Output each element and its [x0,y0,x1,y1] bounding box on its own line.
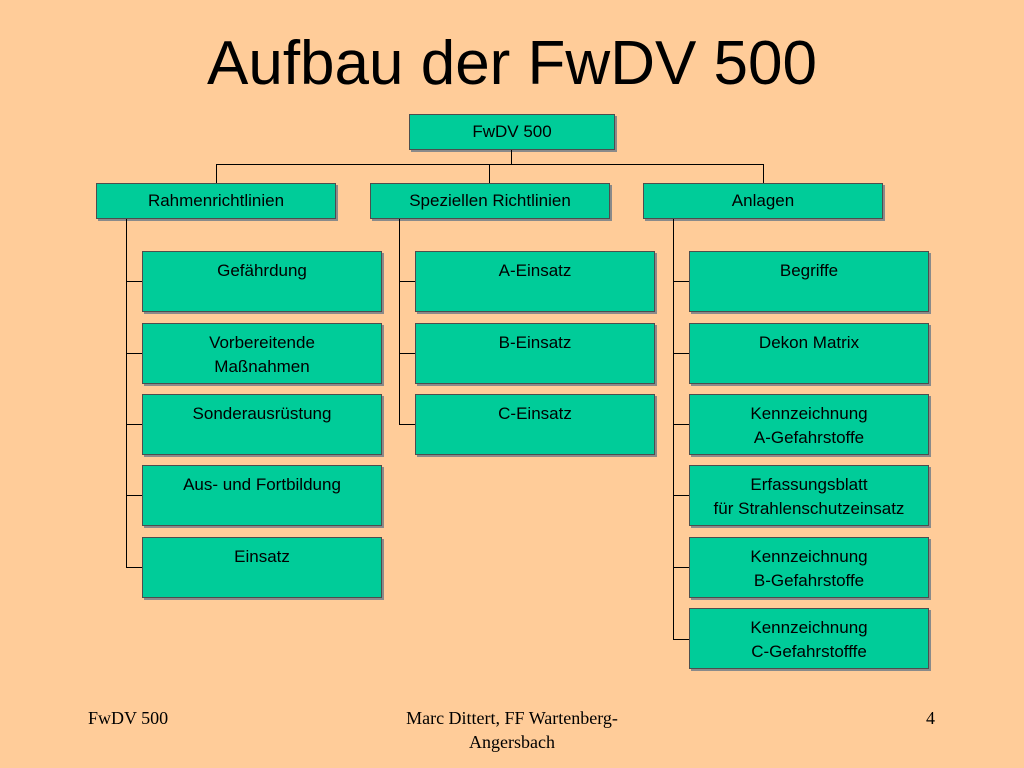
branch-tick [399,281,415,282]
item-sonderausruestung: Sonderausrüstung [142,394,382,455]
branch-tick [673,353,689,354]
spine-speziellen-richtlinien [399,219,400,425]
drop-2 [489,164,490,183]
branch-tick [673,424,689,425]
footer-left: FwDV 500 [88,708,169,728]
item-begriffe: Begriffe [689,251,929,312]
item-dekon-matrix: Dekon Matrix [689,323,929,384]
item-aus-und-fortbildung: Aus- und Fortbildung [142,465,382,526]
item-line: Erfassungsblatt für Strahlenschutzeinsat… [713,475,905,518]
item-a-einsatz: A-Einsatz [415,251,655,312]
branch-tick [399,353,415,354]
branch-tick [126,567,142,568]
drop-1 [216,164,217,183]
branch-tick [126,424,142,425]
item-b-einsatz: B-Einsatz [415,323,655,384]
footer-center: Marc Dittert, FF Wartenberg- Angersbach [406,708,618,752]
item-c-einsatz: C-Einsatz [415,394,655,455]
root-box: FwDV 500 [409,114,615,150]
spine-anlagen [673,219,674,640]
item-erfassungsblatt: Erfassungsblatt für Strahlenschutzeinsat… [689,465,929,526]
root-connector [511,150,512,165]
branch-tick [126,495,142,496]
category-rahmenrichtlinien: Rahmenrichtlinien [96,183,336,219]
category-speziellen-richtlinien: Speziellen Richtlinien [370,183,610,219]
branch-tick [126,281,142,282]
item-line: Kennzeichnung A-Gefahrstoffe [750,404,868,447]
item-vorbereitende-massnahmen: Vorbereitende Maßnahmen [142,323,382,384]
branch-tick [399,424,415,425]
category-anlagen: Anlagen [643,183,883,219]
item-line: Vorbereitende Maßnahmen [209,333,315,376]
top-bus [216,164,764,165]
slide-title: Aufbau der FwDV 500 [206,29,817,98]
spine-rahmenrichtlinien [126,219,127,568]
page-number: 4 [926,708,935,728]
branch-tick [673,495,689,496]
branch-tick [673,567,689,568]
item-kennzeichnung-a: Kennzeichnung A-Gefahrstoffe [689,394,929,455]
drop-3 [763,164,764,183]
item-kennzeichnung-b: Kennzeichnung B-Gefahrstoffe [689,537,929,598]
item-gefaehrdung: Gefährdung [142,251,382,312]
branch-tick [673,281,689,282]
item-kennzeichnung-c: Kennzeichnung C-Gefahrstofffe [689,608,929,669]
item-line: Kennzeichnung C-Gefahrstofffe [750,618,868,661]
item-einsatz: Einsatz [142,537,382,598]
branch-tick [673,639,689,640]
branch-tick [126,353,142,354]
item-line: Kennzeichnung B-Gefahrstoffe [750,547,868,590]
